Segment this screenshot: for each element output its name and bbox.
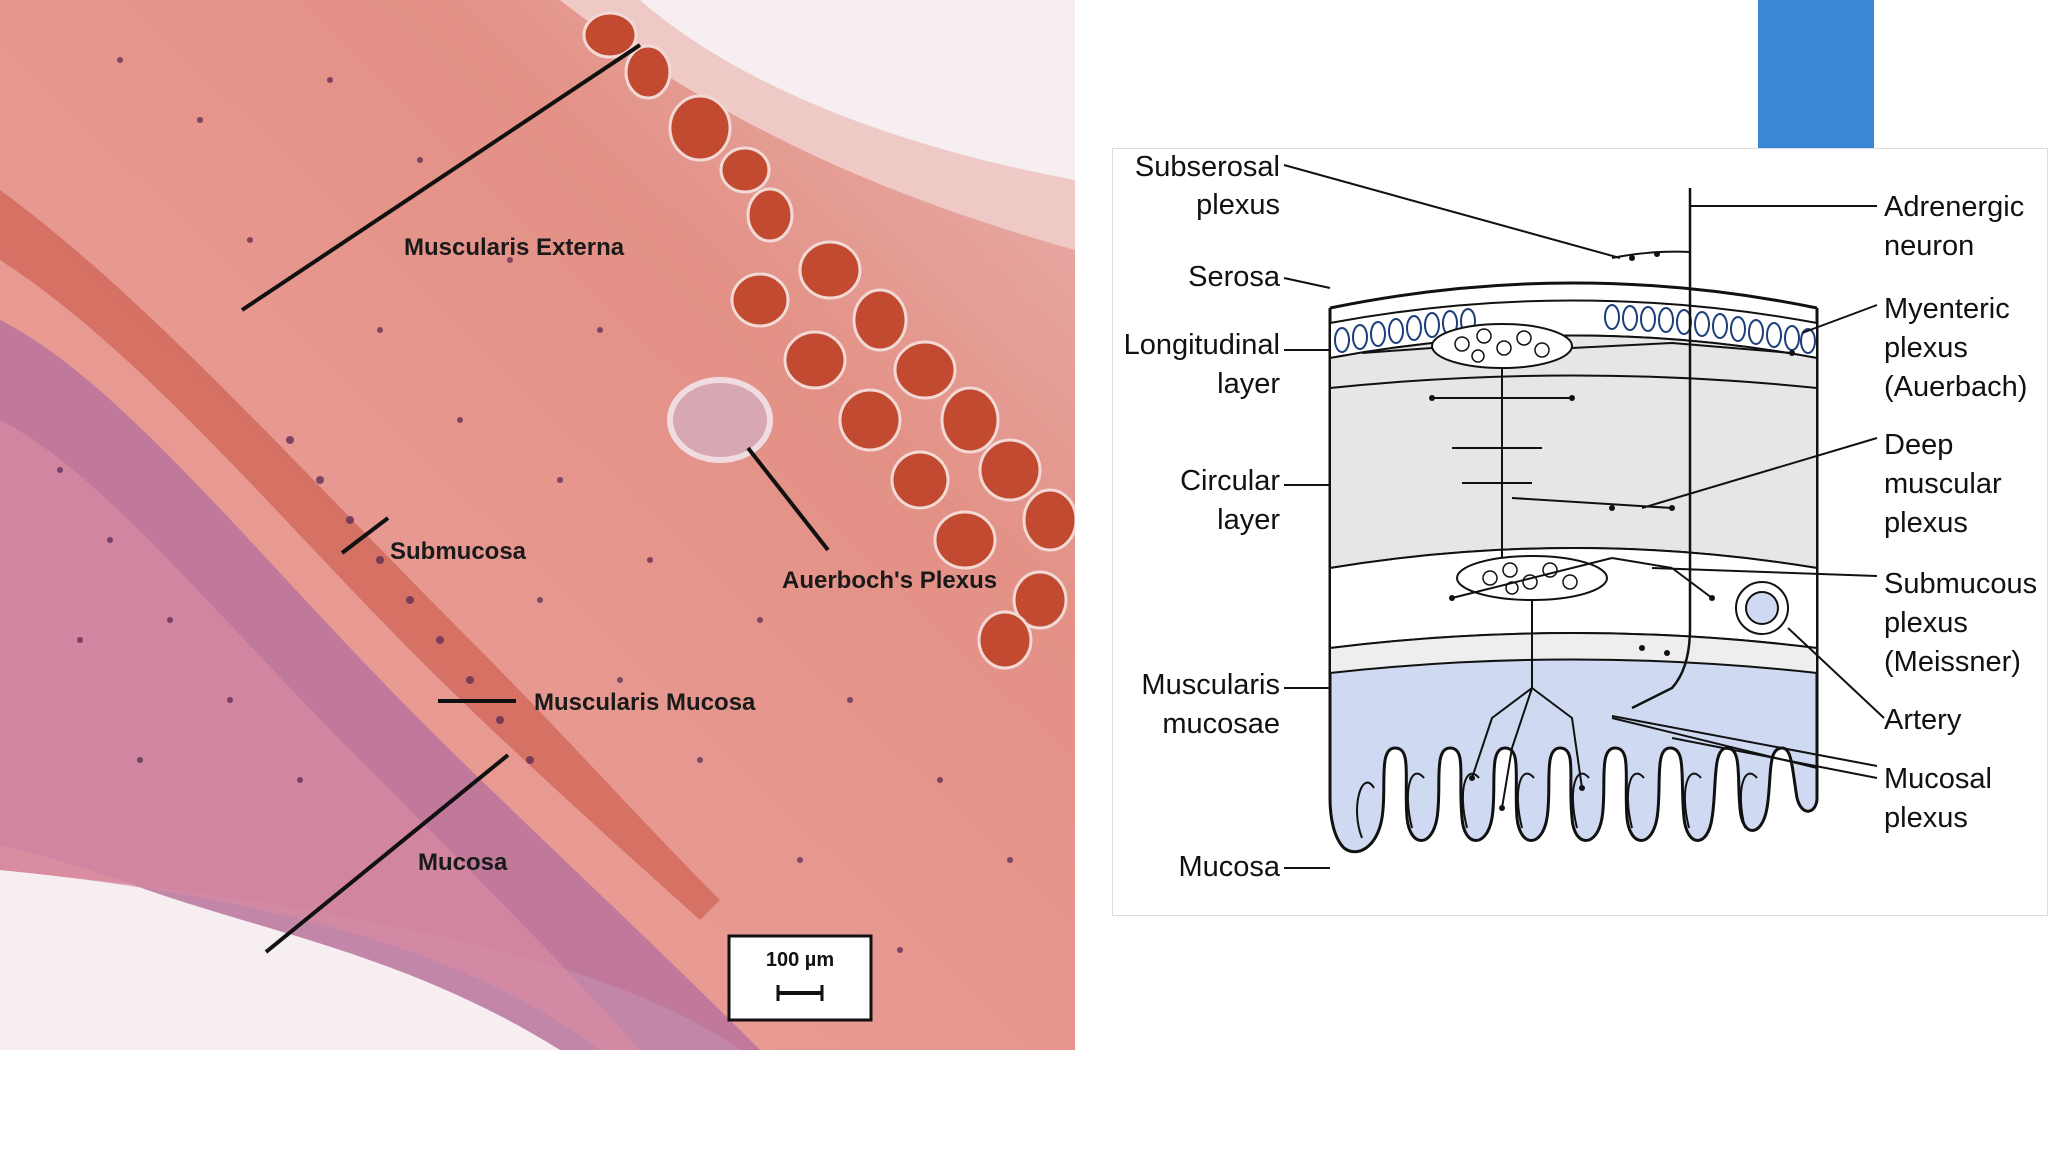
label-myenteric-3: (Auerbach) xyxy=(1884,371,2027,403)
label-muscularis-2: mucosae xyxy=(1162,708,1280,740)
label-submucosa: Submucosa xyxy=(390,538,527,565)
left-labels: Subserosal plexus Serosa Longitudinal la… xyxy=(1124,151,1281,883)
right-labels: Adrenergic neuron Myenteric plexus (Auer… xyxy=(1884,191,2037,834)
enteric-plexus-diagram: Subserosal plexus Serosa Longitudinal la… xyxy=(1112,148,2048,916)
label-longitudinal-2: layer xyxy=(1217,368,1280,400)
label-submucous-1: Submucous xyxy=(1884,568,2037,600)
mucosa-villi xyxy=(1328,654,1819,854)
label-circular-1: Circular xyxy=(1180,465,1280,497)
histology-image: Muscularis Externa Submucosa Auerboch's … xyxy=(0,0,1075,1050)
auerbach-ganglion xyxy=(667,377,773,463)
label-submucous-3: (Meissner) xyxy=(1884,646,2021,678)
adrenergic-neuron xyxy=(1631,188,1692,710)
label-subserosal-1: Subserosal xyxy=(1135,151,1280,183)
scale-bar-label: 100 µm xyxy=(766,949,834,971)
label-longitudinal-1: Longitudinal xyxy=(1124,329,1280,361)
label-mucosal-1: Mucosal xyxy=(1884,763,1992,795)
label-deep-2: muscular xyxy=(1884,468,2002,500)
label-circular-2: layer xyxy=(1217,504,1280,536)
label-muscularis-externa: Muscularis Externa xyxy=(404,234,625,261)
label-deep-1: Deep xyxy=(1884,429,1953,461)
longitudinal-muscle-cells xyxy=(1334,304,1816,354)
right-leader-lines xyxy=(1611,205,1885,779)
label-muscularis-1: Muscularis xyxy=(1141,669,1280,701)
label-serosa: Serosa xyxy=(1188,261,1281,293)
label-adrenergic-2: neuron xyxy=(1884,230,1974,262)
label-myenteric-1: Myenteric xyxy=(1884,293,2010,325)
muscularis-mucosae-band xyxy=(1329,632,1818,675)
muscle-bundles xyxy=(582,11,1075,670)
diagram-svg: Subserosal plexus Serosa Longitudinal la… xyxy=(1112,148,2048,916)
label-deep-3: plexus xyxy=(1884,507,1968,539)
label-mucosa: Mucosa xyxy=(418,849,508,876)
label-submucous-2: plexus xyxy=(1884,607,1968,639)
label-myenteric-2: plexus xyxy=(1884,332,1968,364)
label-auerbach-plexus: Auerboch's Plexus xyxy=(782,567,997,594)
circular-layer xyxy=(1329,334,1818,570)
scale-bar: 100 µm xyxy=(727,934,873,1022)
cell-nuclei xyxy=(57,57,1013,953)
label-mucosal-2: plexus xyxy=(1884,802,1968,834)
myenteric-ganglion xyxy=(1431,323,1573,369)
nerve-varicosities xyxy=(1429,251,1795,811)
label-subserosal-2: plexus xyxy=(1196,189,1280,221)
label-mucosa-diagram: Mucosa xyxy=(1178,851,1280,883)
label-muscularis-mucosa: Muscularis Mucosa xyxy=(534,689,756,716)
nerve-fibers xyxy=(1361,341,1818,809)
label-artery: Artery xyxy=(1884,704,1962,736)
histology-micrograph: Muscularis Externa Submucosa Auerboch's … xyxy=(0,0,1075,1050)
label-adrenergic-1: Adrenergic xyxy=(1884,191,2024,223)
histology-leader-lines xyxy=(240,43,830,954)
left-leader-lines xyxy=(1283,164,1621,869)
accent-bar xyxy=(1758,0,1874,148)
submucosa-layer xyxy=(0,190,720,920)
